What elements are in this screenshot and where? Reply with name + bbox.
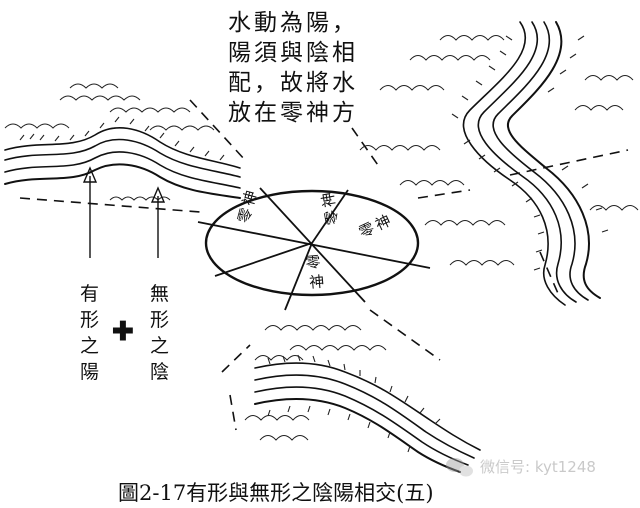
bottom-river-line-2 <box>254 374 475 459</box>
bottom-river-line-1 <box>254 362 481 451</box>
compass-rl-char-2: 神 <box>372 211 393 234</box>
compass-label-left: 零 神 <box>234 188 260 225</box>
left-hill-4 <box>149 125 215 131</box>
bottom-boundary-right <box>369 309 441 361</box>
compass-divider-2 <box>197 221 431 269</box>
arrow-left-head <box>82 166 98 183</box>
label-intangible-yin: 無 形 之 陰 <box>150 283 169 383</box>
annotation-line-1: 水動為陽， <box>228 10 358 36</box>
ur-river-line-2 <box>477 21 577 303</box>
compass-rl-char-1: 零 <box>356 219 377 242</box>
compass-divider-5 <box>284 242 313 311</box>
compass-ru-char-1: 零 <box>322 209 342 227</box>
left-river-line-3 <box>4 151 241 189</box>
label-left-char-1: 有 <box>80 283 99 305</box>
left-river-line-4 <box>4 163 241 199</box>
label-right-char-3: 之 <box>150 335 169 357</box>
label-left-char-3: 之 <box>80 335 99 357</box>
bottom-hatching <box>267 354 441 453</box>
left-hill-1 <box>4 123 70 129</box>
left-terrain <box>4 83 246 213</box>
upper-right-boundary-1 <box>351 127 381 169</box>
bottom-hill-2 <box>289 345 387 351</box>
compass-label-right-upper: 零 神 <box>318 191 341 227</box>
compass-divider-3 <box>214 242 313 277</box>
annotation-line-4: 放在零神方 <box>228 100 358 126</box>
arrow-intangible-yin <box>150 186 166 258</box>
label-tangible-yang: 有 形 之 陽 <box>80 283 99 383</box>
bottom-hill-3 <box>254 355 304 361</box>
left-hill-5 <box>69 83 119 89</box>
ur-hill-6 <box>424 220 506 226</box>
upper-right-boundary-2 <box>417 189 471 199</box>
upper-right-boundary-3 <box>509 149 629 176</box>
ur-hill-7 <box>449 260 515 266</box>
ur-hill-4 <box>359 145 441 151</box>
left-boundary-lower <box>19 197 201 213</box>
ur-hill-9 <box>589 205 639 211</box>
bottom-hill-5 <box>259 435 309 441</box>
compass-ru-char-2: 神 <box>318 191 338 209</box>
arrow-right-head <box>150 186 166 203</box>
bottom-boundary-left-2 <box>229 394 237 431</box>
label-right-char-1: 無 <box>150 283 169 305</box>
left-river-line-1 <box>4 127 241 169</box>
upper-right-terrain <box>351 21 639 306</box>
bottom-river-line-4 <box>254 398 461 473</box>
compass: 零 神 零 神 零 神 零 神 <box>197 187 431 311</box>
ur-hill-5 <box>399 180 465 186</box>
left-hill-2 <box>59 95 141 101</box>
ur-river-line-4 <box>506 21 601 299</box>
label-right-char-4: 陰 <box>150 361 169 383</box>
wechat-logo-icon <box>446 458 473 477</box>
watermark-text: 微信号: kyt1248 <box>480 458 596 476</box>
bottom-boundary-left <box>221 344 251 373</box>
left-boundary-upper <box>189 99 246 161</box>
arrow-tangible-yang <box>82 166 98 258</box>
ur-hatching <box>451 35 609 271</box>
label-left-char-2: 形 <box>80 309 99 331</box>
compass-label-bottom: 零 神 <box>305 253 325 292</box>
bottom-river-line-3 <box>254 386 469 466</box>
label-right-char-2: 形 <box>150 309 169 331</box>
figure-caption: 圖2-17有形與無形之陰陽相交(五) <box>118 481 434 505</box>
ur-hill-10 <box>574 105 624 111</box>
ur-river-line-1 <box>462 21 566 306</box>
compass-bottom-char-1: 零 <box>305 253 322 272</box>
plus-sign: ✚ <box>112 317 134 347</box>
bottom-terrain <box>221 309 481 473</box>
ur-river-line-3 <box>492 21 589 301</box>
bottom-hill-1 <box>264 325 362 331</box>
compass-bottom-char-2: 神 <box>309 272 326 291</box>
left-shrub-row <box>109 196 171 201</box>
ur-hill-8 <box>584 75 634 81</box>
annotation-block: 水動為陽， 陽須與陰相 配，故將水 放在零神方 <box>228 10 358 126</box>
ur-hill-2 <box>409 55 491 61</box>
ur-hill-3 <box>439 35 505 41</box>
ur-hill-1 <box>379 85 445 91</box>
compass-label-right-lower: 零 神 <box>356 211 394 241</box>
compass-divider-4 <box>311 189 349 244</box>
left-hill-3 <box>109 107 191 113</box>
annotation-line-2: 陽須與陰相 <box>228 40 358 66</box>
label-left-char-4: 陽 <box>80 361 99 383</box>
upper-right-boundary-4 <box>539 251 561 299</box>
left-hatching <box>19 116 225 161</box>
watermark: 微信号: kyt1248 <box>446 458 596 477</box>
compass-left-char-2: 神 <box>239 188 260 207</box>
bottom-hill-4 <box>244 415 310 421</box>
compass-left-char-1: 零 <box>234 206 255 225</box>
annotation-line-3: 配，故將水 <box>228 70 358 96</box>
left-river-line-2 <box>4 138 241 178</box>
